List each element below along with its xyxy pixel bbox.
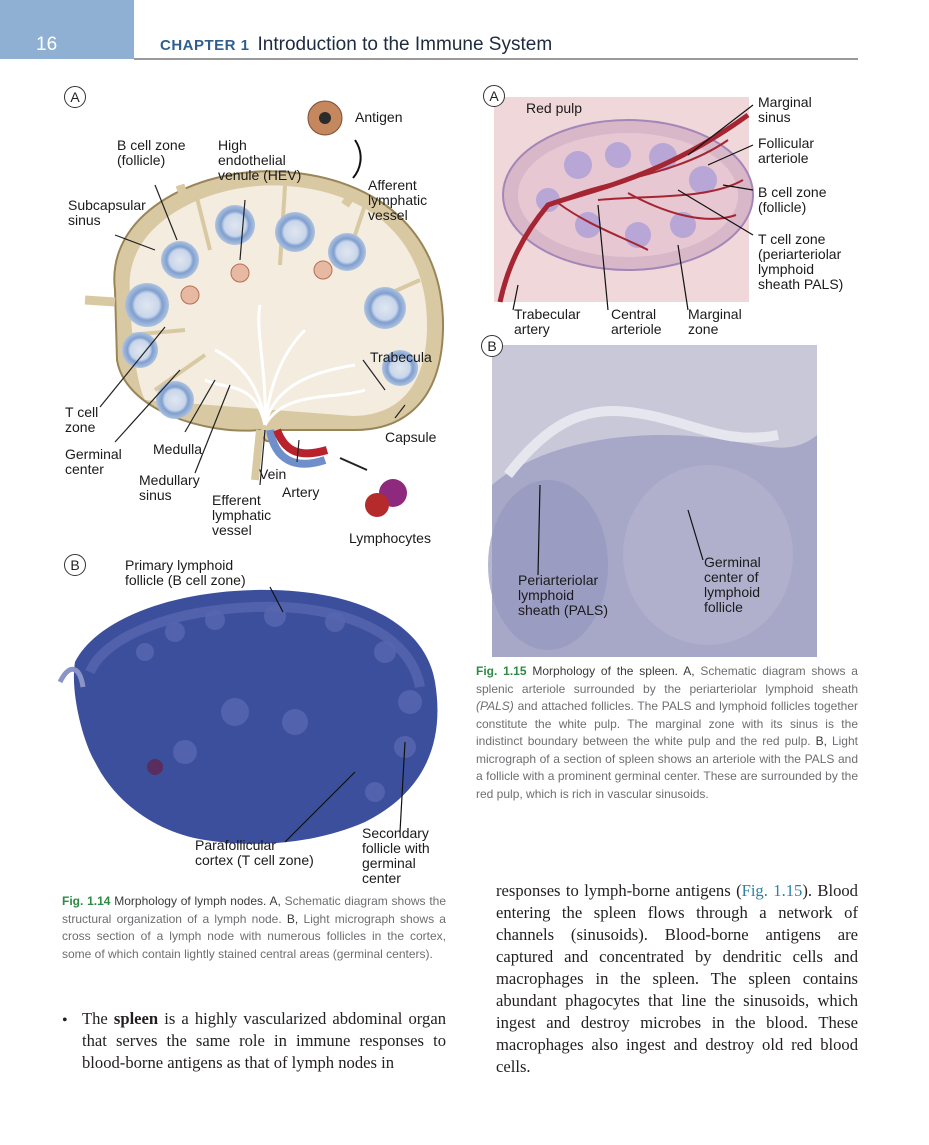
body-right-post: ). Blood entering the spleen flows throu… [496,881,858,1076]
label-lymphocytes: Lymphocytes [349,530,431,546]
fig14-caption-b-text: Light micrograph shows a cross section o… [62,911,446,961]
label-b-cell-zone: B cell zone (follicle) [117,137,186,168]
label-secondary-follicle: Secondary follicle with germinal center [362,825,430,886]
body-left-paragraph: The spleen is a highly vascularized abdo… [82,1008,446,1074]
body-right-pre: responses to lymph-borne antigens ( [496,881,742,900]
label-capsule: Capsule [385,429,437,445]
label-central-arteriole: Central arteriole [611,306,662,337]
fig14-panel-a-letter: A [64,86,86,108]
fig15-panel-b-letter: B [481,335,503,357]
label-marginal-zone: Marginal zone [688,306,742,337]
label-efferent: Efferent lymphatic vessel [212,492,272,538]
fig14-caption-a-text: Schematic diagram shows the structural o… [62,894,446,926]
fig14-caption-title: Morphology of lymph nodes. [114,894,267,908]
label-afferent: Afferent lymphatic vessel [368,177,428,223]
label-follicular-arteriole: Follicular arteriole [758,135,815,166]
fig15-caption: Fig. 1.15 Morphology of the spleen. A, S… [476,663,858,803]
label-antigen: Antigen [355,109,403,125]
fig14-caption: Fig. 1.14 Morphology of lymph nodes. A, … [62,893,446,963]
label-trabecula: Trabecula [370,349,432,365]
fig15-caption-number: Fig. 1.15 [476,664,527,678]
fig15-caption-b-text: Light micrograph of a section of spleen … [476,734,858,801]
body-left-pre: The [82,1009,114,1028]
label-parafollicular: Parafollicular cortex (T cell zone) [195,837,314,868]
running-header: CHAPTER 1 Introduction to the Immune Syst… [160,34,552,56]
lymph-node-micrograph [57,586,438,844]
fig15-panel-b: B Periarteriolar lymphoid sheath (PALS) … [478,335,823,660]
label-hev: High endothelial venule (HEV) [218,137,302,183]
fig14-caption-a: A, [269,894,281,908]
label-pals: Periarteriolar lymphoid sheath (PALS) [518,572,609,618]
fig14-panel-a: A Antigen B cell zone (follicle) High en… [55,80,455,550]
fig15-caption-title: Morphology of the spleen. [532,664,678,678]
follicles [122,205,418,419]
lymph-node-diagram [84,100,445,517]
label-medulla: Medulla [153,441,203,457]
page-number: 16 [36,34,58,55]
body-right-paragraph: responses to lymph-borne antigens (Fig. … [496,880,858,1078]
chapter-title: Introduction to the Immune System [257,34,553,55]
fig15-caption-a: A, [683,664,695,678]
chapter-label: CHAPTER 1 [160,37,250,54]
body-left-post: is a highly vascularized abdominal organ… [82,1009,446,1072]
label-trabecular-artery: Trabecular artery [514,306,581,337]
fig15-caption-a-text: Schematic diagram shows a splenic arteri… [476,664,858,696]
fig-ref-link[interactable]: Fig. 1.15 [741,881,803,900]
label-red-pulp: Red pulp [526,100,583,116]
label-medullary-sinus: Medullary sinus [139,472,200,503]
label-spleen-t-cell-zone: T cell zone (periarteriolar lymphoid she… [758,231,844,292]
page-tab [0,0,134,59]
fig15-caption-pals: (PALS) [476,699,514,713]
label-marginal-sinus: Marginal sinus [758,94,812,125]
label-artery: Artery [282,484,320,500]
spleen-micrograph [488,345,817,657]
fig15-panel-a: A Red pulp Marginal sinus Follicular art… [478,85,858,340]
bullet: • [62,1012,68,1029]
fig14-panel-b: B Primary lymphoid follicle (B cell zone… [55,552,455,892]
spleen-diagram [494,97,754,311]
fig15-panel-a-letter: A [483,85,505,107]
label-spleen-b-cell-zone: B cell zone (follicle) [758,184,827,215]
label-t-cell-zone: T cell zone [65,404,99,435]
label-subcapsular: Subcapsular sinus [68,197,146,228]
fig14-caption-number: Fig. 1.14 [62,894,111,908]
label-primary-follicle: Primary lymphoid follicle (B cell zone) [125,557,246,588]
label-germinal-center: Germinal center [65,446,122,477]
fig14-panel-b-letter: B [64,554,86,576]
body-left-bold: spleen [113,1009,159,1028]
label-germinal-follicle: Germinal center of lymphoid follicle [704,554,761,615]
fig15-caption-b: B, [815,734,827,748]
fig14-caption-b: B, [286,911,299,926]
fig15-caption-a-text2: and attached follicles. The PALS and lym… [476,699,858,748]
header-rule [134,58,858,60]
label-vein: Vein [259,466,287,482]
